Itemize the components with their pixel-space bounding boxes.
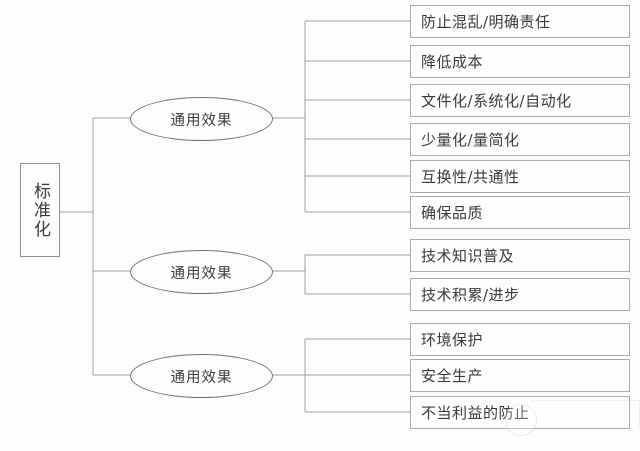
branch-node-3[interactable]: 通用效果 [130,354,273,398]
leaf-box-label: 环境保护 [421,331,484,349]
leaf-box[interactable]: 文件化/系统化/自动化 [410,84,630,117]
leaf-box-label: 技术积累/进步 [421,286,520,304]
leaf-box-label: 安全生产 [421,367,484,385]
leaf-box-label: 互换性/共通性 [421,168,520,186]
branch-node-1[interactable]: 通用效果 [130,97,273,141]
leaf-box[interactable]: 技术积累/进步 [410,278,630,311]
leaf-box[interactable]: 不当利益的防止 [410,396,630,429]
leaf-box[interactable]: 技术知识普及 [410,239,630,272]
leaf-box-label: 文件化/系统化/自动化 [421,92,572,110]
leaf-box[interactable]: 确保品质 [410,196,630,229]
leaf-box-label: 不当利益的防止 [421,404,530,422]
leaf-box[interactable]: 防止混乱/明确责任 [410,5,630,38]
leaf-box-label: 技术知识普及 [421,247,515,265]
branch-node-3-label: 通用效果 [170,369,233,386]
branch-node-2-label: 通用效果 [170,265,233,282]
branch-node-1-label: 通用效果 [170,112,233,129]
leaf-box[interactable]: 安全生产 [410,359,630,392]
leaf-box-label: 确保品质 [421,204,484,222]
root-node-standardization[interactable]: 标准化 [20,163,60,257]
branch-node-2[interactable]: 通用效果 [130,250,273,294]
leaf-box[interactable]: 少量化/量简化 [410,123,630,156]
leaf-box-label: 少量化/量简化 [421,131,520,149]
root-node-label: 标准化 [30,181,51,239]
leaf-box[interactable]: 降低成本 [410,45,630,78]
leaf-box-label: 降低成本 [421,53,484,71]
leaf-box[interactable]: 互换性/共通性 [410,160,630,193]
leaf-box[interactable]: 环境保护 [410,323,630,356]
leaf-box-label: 防止混乱/明确责任 [421,13,551,31]
